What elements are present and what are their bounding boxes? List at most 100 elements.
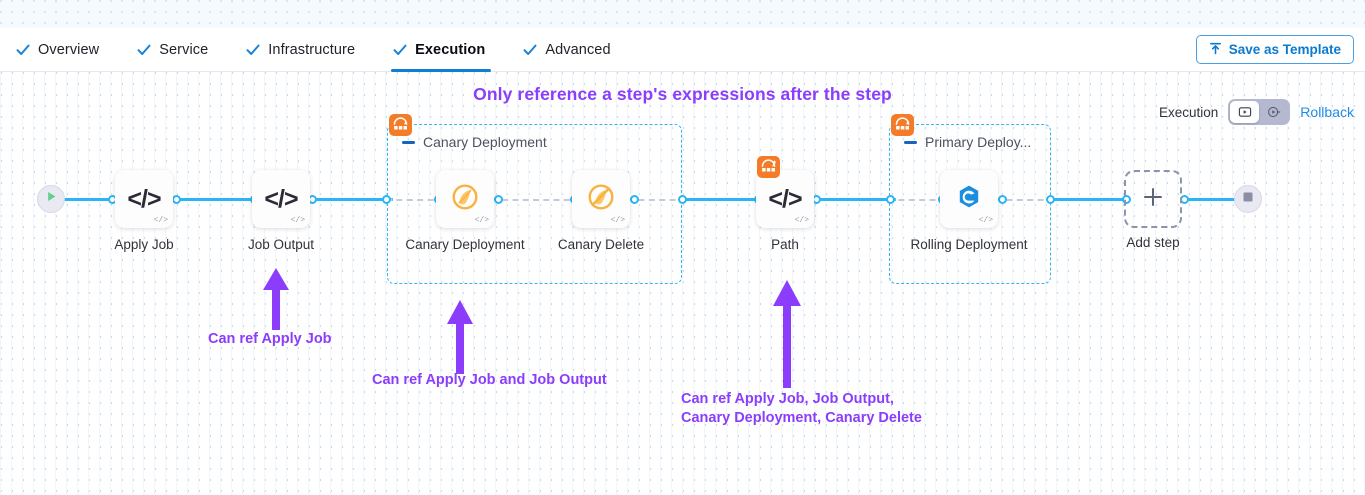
add-step-label: Add step [1126, 235, 1180, 250]
tab-execution[interactable]: Execution [391, 28, 499, 72]
tab-infrastructure[interactable]: Infrastructure [244, 28, 369, 72]
node-label-canary-delete: Canary Delete [557, 237, 645, 252]
port-rolling-deployment-out[interactable] [998, 195, 1007, 204]
edge-job-output-canary-group [313, 198, 393, 201]
edge-path-primary-group [816, 198, 896, 201]
play-icon [45, 190, 58, 208]
add-step-button[interactable] [1124, 170, 1182, 228]
tab-label: Service [159, 42, 209, 58]
top-grid-strip [0, 0, 1365, 28]
code-badge: </> [153, 216, 168, 225]
annotation-text-2: Can ref Apply Job and Job Output [372, 372, 607, 388]
node-label-apply-job: Apply Job [114, 237, 174, 252]
code-badge: </> [794, 216, 809, 225]
check-icon [523, 43, 537, 57]
annotation-arrow-1 [262, 268, 290, 335]
code-badge: </> [474, 216, 489, 225]
step-group-title: Canary Deployment [402, 134, 547, 150]
edge-canary-group-in [386, 199, 444, 201]
code-icon: </> [127, 184, 161, 213]
rollback-circle-play-icon[interactable] [1259, 101, 1288, 123]
canary-delete-icon [586, 182, 616, 217]
step-group-star-icon [757, 156, 780, 178]
edge-add-step-end [1184, 198, 1244, 201]
code-icon: </> [768, 184, 802, 213]
step-group-icon [891, 114, 914, 136]
edge-apply-job-job-output [178, 198, 256, 201]
stage-tab-bar: Overview Service Infrastructure Executio… [0, 28, 1365, 72]
pipeline-canvas[interactable]: Only reference a step's expressions afte… [0, 72, 1365, 495]
save-as-template-label: Save as Template [1228, 42, 1341, 57]
check-icon [246, 43, 260, 57]
annotation-text-3: Can ref Apply Job, Job Output, Canary Dep… [681, 390, 922, 428]
code-badge: </> [290, 216, 305, 225]
check-icon [393, 43, 407, 57]
node-apply-job[interactable]: </> </> [115, 170, 173, 228]
annotation-text-3-line2: Canary Deployment, Canary Delete [681, 410, 922, 426]
edge-canary-group-out [628, 199, 686, 201]
code-icon: </> [264, 184, 298, 213]
edge-canary-deployment-canary-delete [492, 199, 580, 201]
collapse-dash-icon[interactable] [402, 140, 415, 144]
edge-primary-group-add-step [1050, 198, 1128, 201]
code-badge: </> [978, 216, 993, 225]
stop-square-icon [1242, 190, 1254, 208]
headline-note: Only reference a step's expressions afte… [473, 84, 892, 104]
rollback-link[interactable]: Rollback [1300, 104, 1354, 120]
execution-label: Execution [1159, 104, 1219, 120]
port-primary-group-in[interactable] [886, 195, 895, 204]
step-group-label: Canary Deployment [423, 134, 547, 150]
node-label-path: Path [771, 237, 799, 252]
port-canary-group-out[interactable] [678, 195, 687, 204]
execution-mode-controls: Execution Rollback [1159, 99, 1354, 125]
edge-start-apply-job [58, 198, 118, 201]
execution-play-box-icon[interactable] [1230, 101, 1260, 123]
annotation-text-1: Can ref Apply Job [208, 331, 332, 347]
template-upload-icon [1209, 42, 1222, 58]
node-path[interactable]: </> </> [756, 170, 814, 228]
execution-rollback-toggle[interactable] [1228, 99, 1291, 125]
annotation-arrow-2 [446, 300, 474, 379]
plus-icon [1141, 185, 1165, 214]
check-icon [137, 43, 151, 57]
port-apply-job-out[interactable] [172, 195, 181, 204]
save-as-template-button[interactable]: Save as Template [1195, 35, 1354, 64]
rolling-e-icon [954, 182, 984, 217]
node-canary-delete[interactable]: </> [572, 170, 630, 228]
port-add-step-in[interactable] [1122, 195, 1131, 204]
port-canary-group-in[interactable] [382, 195, 391, 204]
collapse-dash-icon[interactable] [904, 140, 917, 144]
annotation-arrow-3 [772, 280, 802, 393]
step-group-icon [389, 114, 412, 136]
annotation-text-3-line1: Can ref Apply Job, Job Output, [681, 391, 894, 407]
tab-list: Overview Service Infrastructure Executio… [14, 28, 647, 72]
step-group-label: Primary Deploy... [925, 134, 1032, 150]
code-badge: </> [610, 216, 625, 225]
node-job-output[interactable]: </> </> [252, 170, 310, 228]
node-label-job-output: Job Output [247, 237, 315, 252]
port-canary-delete-out[interactable] [630, 195, 639, 204]
edge-primary-group-in [888, 199, 946, 201]
tab-service[interactable]: Service [135, 28, 222, 72]
edge-canary-group-path [682, 198, 760, 201]
tab-label: Execution [415, 42, 486, 58]
tab-label: Infrastructure [268, 42, 356, 58]
tab-overview[interactable]: Overview [14, 28, 113, 72]
pipeline-end-node[interactable] [1234, 185, 1262, 213]
edge-primary-group-out [996, 199, 1054, 201]
canary-bird-icon [450, 182, 480, 217]
node-label-canary-deployment: Canary Deployment [405, 237, 525, 252]
port-primary-group-out[interactable] [1046, 195, 1055, 204]
port-canary-deployment-out[interactable] [494, 195, 503, 204]
pipeline-graph: Canary Deployment Primary Deploy... [0, 72, 1365, 495]
node-label-rolling-deployment: Rolling Deployment [910, 237, 1028, 252]
tab-advanced[interactable]: Advanced [521, 28, 624, 72]
node-rolling-deployment[interactable]: </> [940, 170, 998, 228]
step-group-canary-deployment[interactable]: Canary Deployment [387, 124, 682, 284]
tab-label: Advanced [545, 42, 611, 58]
check-icon [16, 43, 30, 57]
pipeline-start-node[interactable] [37, 185, 65, 213]
node-canary-deployment[interactable]: </> [436, 170, 494, 228]
tab-label: Overview [38, 42, 100, 58]
